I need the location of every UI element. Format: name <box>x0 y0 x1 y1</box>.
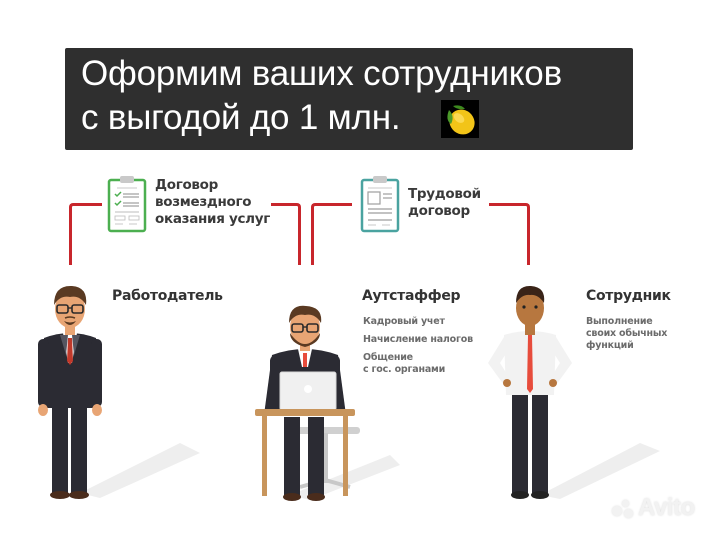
avito-watermark: Avito <box>612 494 695 522</box>
duty-item: с гос. органами <box>363 364 446 375</box>
contract-label-line: оказания услуг <box>155 211 270 227</box>
duty-line: Выполнение <box>586 316 653 327</box>
role-title-employee: Сотрудник <box>586 288 671 304</box>
contract-label-line: возмездного <box>155 194 252 210</box>
bracket-right-1 <box>271 203 301 265</box>
contract-label-employment: Трудовой договор <box>408 186 481 220</box>
avito-text: Avito <box>638 494 695 521</box>
clipboard-checklist-icon <box>107 175 147 233</box>
bracket-right-2 <box>489 203 530 265</box>
clipboard-document-icon <box>360 175 400 233</box>
title-banner: Оформим ваших сотрудников с выгодой до 1… <box>65 48 633 150</box>
role-title-outstaffer: Аутстаффер <box>362 288 461 304</box>
avito-logo-icon <box>612 498 636 518</box>
duty-item: Общение <box>363 352 413 363</box>
contract-label-line: Трудовой <box>408 186 481 202</box>
contract-label-line: Договор <box>155 177 219 193</box>
contract-label-services: Договор возмездного оказания услуг <box>155 177 270 228</box>
role-title-employer: Работодатель <box>112 288 223 304</box>
outstaffer-duties: Кадровый учет Начисление налогов Общение… <box>363 316 473 376</box>
employer-figure <box>30 283 210 503</box>
banner-title-line-2: с выгодой до 1 млн. <box>81 98 401 137</box>
bracket-left-2 <box>311 203 352 265</box>
duty-line: функций <box>586 340 634 351</box>
employee-duties: Выполнение своих обычных функций <box>586 316 667 352</box>
banner-title-line-1: Оформим ваших сотрудников <box>81 54 562 93</box>
duty-line: своих обычных <box>586 328 668 339</box>
outstaffer-figure <box>250 305 400 505</box>
bracket-left-1 <box>69 203 102 265</box>
contract-label-line: договор <box>408 203 470 219</box>
employee-figure <box>480 283 670 503</box>
duty-item: Начисление налогов <box>363 334 473 345</box>
duty-item: Кадровый учет <box>363 316 445 327</box>
lemon-icon <box>441 100 479 138</box>
